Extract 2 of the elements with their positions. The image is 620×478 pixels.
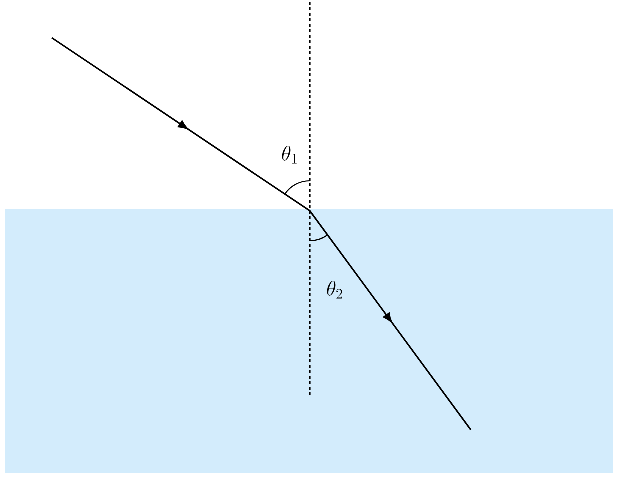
angle-label: $\theta_1$ [282,146,297,164]
angle-label: $\theta_2$ [327,281,342,299]
